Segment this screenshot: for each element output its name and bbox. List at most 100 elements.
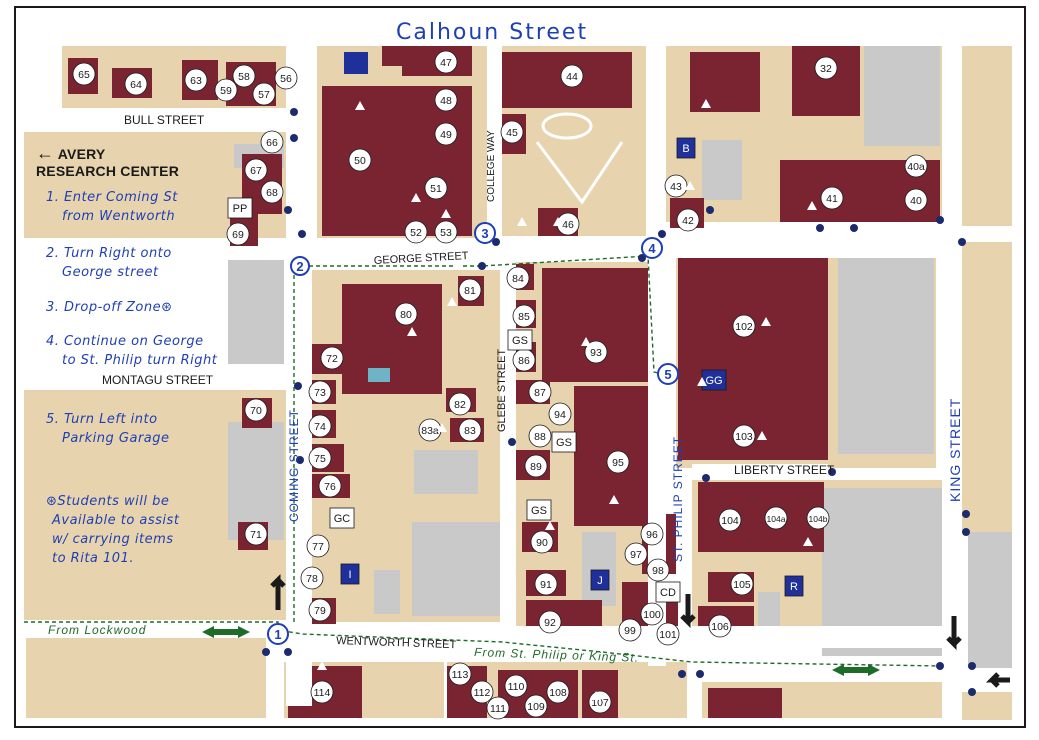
building-number-40: 40: [910, 195, 922, 207]
building-marker-59: [214, 78, 238, 102]
lot-box-i-6: [340, 563, 360, 585]
building-number-48: 48: [440, 95, 452, 107]
building-number-56: 56: [280, 73, 292, 85]
building-number-72: 72: [326, 353, 338, 365]
lot-label-j: J: [597, 575, 603, 587]
building-number-96: 96: [646, 529, 658, 541]
building-marker-85: [512, 304, 536, 328]
building-number-105: 105: [733, 579, 751, 591]
lot-box-r-9: [784, 575, 804, 597]
building-number-103: 103: [735, 431, 753, 443]
building-number-77: 77: [312, 541, 324, 553]
coming-street-label: COMING STREET: [287, 409, 301, 522]
lot-label-b: B: [682, 143, 689, 155]
building-number-76: 76: [324, 481, 336, 493]
instruction-2-line1: 2. Turn Right onto: [46, 246, 172, 261]
instruction-4-line2: to St. Philip turn Right: [62, 353, 218, 368]
instruction-1: 1. Enter Coming St from Wentworth: [46, 188, 178, 226]
building-marker-100: [640, 602, 664, 626]
building-number-88: 88: [534, 431, 546, 443]
calhoun-street-label: Calhoun Street: [396, 20, 589, 45]
building-number-111: 111: [490, 703, 506, 715]
building-marker-78: [300, 566, 324, 590]
building-number-112: 112: [474, 687, 491, 699]
building-marker-82: [448, 392, 472, 416]
building-number-89: 89: [530, 461, 542, 473]
lot-box-gs-4: [526, 499, 552, 521]
building-marker-89: [524, 454, 548, 478]
building-marker-84: [506, 266, 530, 290]
building-number-101: 101: [659, 629, 677, 641]
building-marker-40: [904, 188, 928, 212]
building-number-80: 80: [400, 309, 412, 321]
entrance-triangle-icon: [453, 261, 463, 270]
building-number-93: 93: [590, 347, 602, 359]
building-marker-83: [458, 418, 482, 442]
lot-box-b-1: [676, 137, 696, 159]
montagu-street-label: MONTAGU STREET: [102, 373, 214, 387]
building-number-108: 108: [549, 687, 567, 699]
lot-box-gs-3: [551, 431, 577, 453]
building-number-67: 67: [250, 165, 262, 177]
arrow-down-king: [946, 616, 962, 651]
entrance-triangle-icon: [803, 537, 813, 546]
building-number-52: 52: [410, 227, 422, 239]
entrance-triangle-icon: [807, 201, 817, 210]
route-step-5: 5: [664, 367, 671, 382]
building-number-90: 90: [536, 537, 548, 549]
building-number-114: 114: [314, 687, 331, 699]
entrance-triangle-icon: [411, 193, 421, 202]
building-number-69: 69: [232, 229, 244, 241]
building-marker-81: [458, 278, 482, 302]
cistern-lawn: [541, 112, 593, 140]
building-number-44: 44: [566, 71, 578, 83]
building-number-57: 57: [258, 89, 270, 101]
building-number-68: 68: [266, 187, 278, 199]
student-note-line4: to Rita 101.: [52, 551, 134, 566]
building-marker-108: [546, 680, 570, 704]
building-marker-72: [320, 346, 344, 370]
entrance-triangle-icon: [761, 317, 771, 326]
building-marker-102: [732, 314, 756, 338]
building-marker-75: [308, 446, 332, 470]
route-step-3: 3: [481, 226, 488, 241]
entrance-triangle-icon: [609, 495, 619, 504]
lot-box-gc-5: [329, 507, 355, 529]
instruction-5: 5. Turn Left into Parking Garage: [46, 410, 170, 448]
avery-line2: RESEARCH CENTER: [36, 163, 180, 179]
pond: [368, 368, 390, 382]
building-marker-44: [560, 64, 584, 88]
building-marker-74: [308, 414, 332, 438]
building-marker-66: [260, 130, 284, 154]
building-marker-52: [404, 220, 428, 244]
instruction-1-line1: 1. Enter Coming St: [46, 190, 178, 205]
lot-label-gg: GG: [705, 375, 722, 387]
entrance-triangle-icon: [553, 217, 563, 226]
entrance-triangle-icon: [545, 521, 555, 530]
building-marker-112: [470, 680, 494, 704]
building-marker-94: [548, 402, 572, 426]
building-marker-64: [124, 72, 148, 96]
student-note-line1: ⊛Students will be: [46, 494, 170, 509]
building-marker-47: [434, 50, 458, 74]
building-marker-49: [434, 122, 458, 146]
building-marker-91: [534, 572, 558, 596]
building-number-49: 49: [440, 129, 452, 141]
wentworth-street-label: WENTWORTH STREET: [336, 635, 457, 651]
building-marker-103: [732, 424, 756, 448]
building-number-94: 94: [554, 409, 566, 421]
route-step-2: 2: [296, 259, 303, 274]
building-marker-109: [524, 694, 548, 718]
building-marker-97: [624, 542, 648, 566]
building-number-85: 85: [518, 311, 530, 323]
lot-label-cd: CD: [660, 587, 676, 599]
building-marker-79: [308, 598, 332, 622]
building-number-64: 64: [130, 79, 142, 91]
building-number-92: 92: [544, 617, 556, 629]
building-marker-43: [664, 174, 688, 198]
building-number-79: 79: [314, 605, 326, 617]
building-number-83: 83: [464, 425, 476, 437]
building-marker-67: [244, 158, 268, 182]
